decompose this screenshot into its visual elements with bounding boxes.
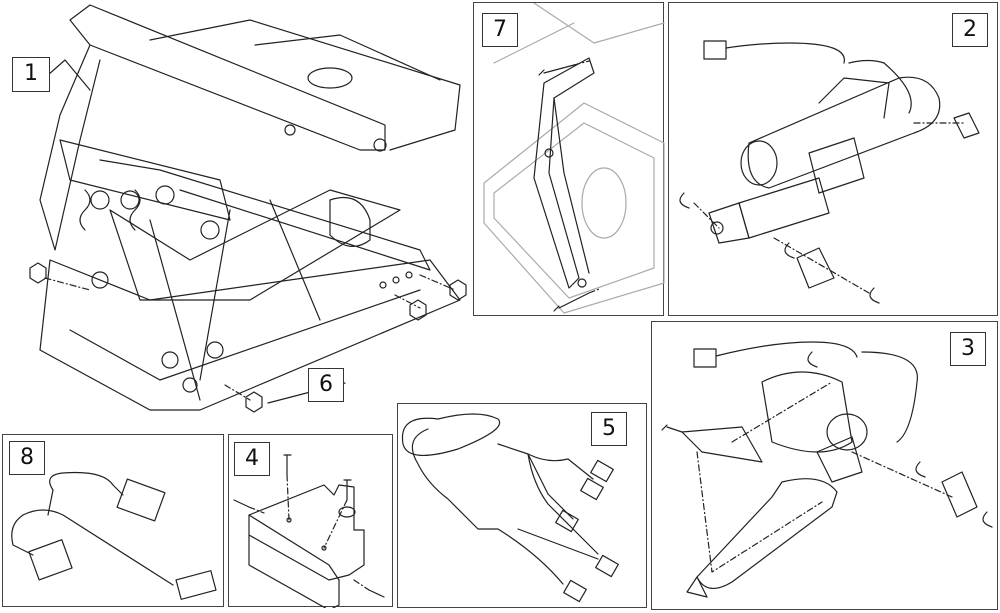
part-7-panel: 7 (473, 2, 665, 316)
part-2-panel: 2 (668, 2, 998, 316)
callout-8: 8 (9, 441, 45, 475)
callout-7: 7 (482, 13, 518, 47)
callout-6: 6 (308, 368, 344, 402)
callout-3: 3 (950, 332, 986, 366)
part-4-panel: 4 (228, 434, 393, 608)
callout-4: 4 (234, 442, 270, 476)
link-arm-drawing (483, 3, 665, 314)
callout-5: 5 (591, 412, 627, 446)
part-1-seat-lift-assembly: 1 6 (0, 0, 470, 430)
part-5-panel: 5 (397, 403, 647, 608)
seat-lift-drawing (29, 4, 467, 413)
callout-2: 2 (952, 13, 988, 47)
callout-1: 1 (12, 57, 50, 92)
actuator-drawing (661, 341, 993, 598)
part-3-panel: 3 (651, 321, 998, 610)
bracket-drawing (233, 454, 385, 608)
adapter-cable-drawing (11, 471, 217, 600)
actuator-drawing (679, 40, 980, 304)
part-8-panel: 8 (2, 434, 224, 607)
cable-harness-drawing (401, 413, 619, 603)
